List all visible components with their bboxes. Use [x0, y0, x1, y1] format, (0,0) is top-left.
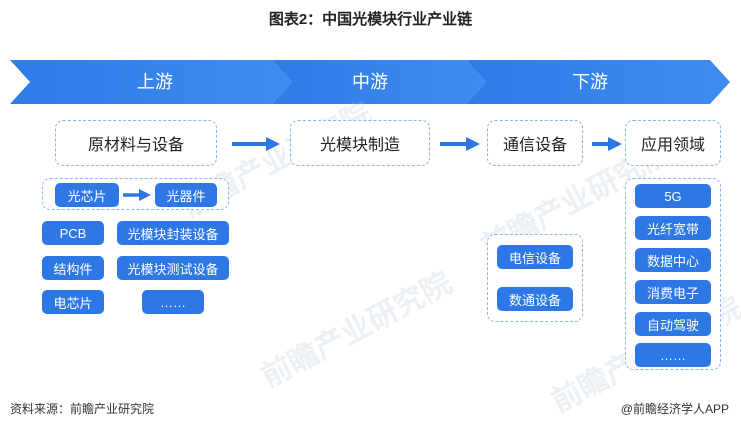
application-item-pill: 自动驾驶 — [635, 312, 711, 336]
telecom-item-pill: 数通设备 — [497, 287, 573, 311]
telecom-item-pill: 电信设备 — [497, 245, 573, 269]
testing-equipment-pill: 光模块测试设备 — [117, 256, 229, 280]
optical-device-pill: 光器件 — [155, 183, 217, 207]
module-manufacturing-label: 光模块制造 — [319, 137, 400, 154]
stage-midstream: 中游 — [352, 72, 388, 92]
upstream-chevron — [10, 60, 292, 104]
applications-label: 应用领域 — [640, 137, 705, 154]
midstream-chevron — [272, 60, 486, 104]
arrow-right-icon — [123, 189, 151, 201]
electrical-chip-pill: 电芯片 — [42, 290, 104, 314]
module-manufacturing-box: 光模块制造 — [290, 120, 430, 166]
applications-group — [625, 178, 721, 370]
application-item-pill: 消费电子 — [635, 280, 711, 304]
raw-materials-box: 原材料与设备 — [55, 120, 217, 166]
application-item-pill: 5G — [635, 184, 711, 208]
chart-title: 图表2：中国光模块行业产业链 — [268, 11, 473, 28]
application-item-pill: 数据中心 — [635, 248, 711, 272]
structural-part-pill: 结构件 — [42, 256, 104, 280]
application-item-pill: 光纤宽带 — [635, 216, 711, 240]
pcb-pill: PCB — [42, 221, 104, 245]
stage-upstream: 上游 — [137, 72, 173, 92]
telecom-equipment-label: 通信设备 — [502, 137, 567, 154]
stage-downstream: 下游 — [572, 72, 608, 92]
source-note: 资料来源：前瞻产业研究院 — [10, 402, 155, 416]
watermark: 前瞻产业研究院 — [256, 266, 458, 394]
applications-box: 应用领域 — [625, 120, 721, 166]
optical-chip-pill: 光芯片 — [55, 183, 119, 207]
downstream-chevron — [466, 60, 730, 104]
credit-note: @前瞻经济学人APP — [620, 402, 729, 416]
flow-arrow-icon — [440, 137, 480, 151]
stage-band — [10, 60, 730, 104]
telecom-equipment-box: 通信设备 — [487, 120, 583, 166]
packaging-equipment-pill: 光模块封装设备 — [117, 221, 229, 245]
application-item-pill: …… — [635, 343, 711, 367]
flow-arrow-icon — [592, 137, 622, 151]
more-upstream-pill: …… — [142, 290, 204, 314]
raw-materials-label: 原材料与设备 — [87, 137, 184, 154]
flow-arrow-icon — [232, 137, 280, 151]
